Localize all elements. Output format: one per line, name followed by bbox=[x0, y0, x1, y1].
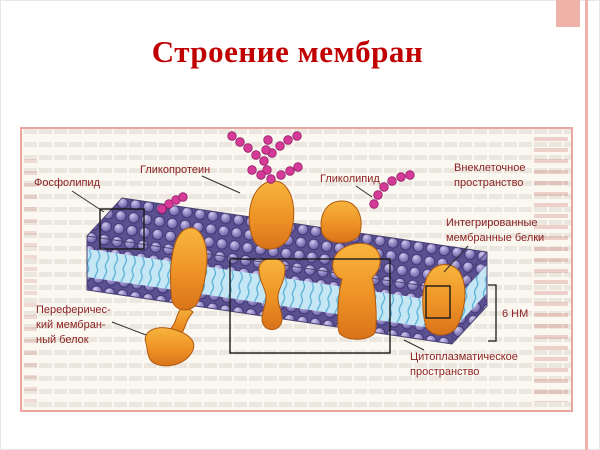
right-face-inner-heads bbox=[452, 293, 487, 344]
glycoprotein-chain bbox=[227, 131, 303, 184]
highlight-box-center bbox=[229, 258, 391, 354]
right-accent-line bbox=[585, 0, 588, 450]
membrane-diagram: Фосфолипид Гликопротеин Гликолипид Внекл… bbox=[34, 131, 544, 378]
pointer-integral bbox=[443, 245, 469, 273]
thickness-bracket bbox=[488, 284, 497, 342]
integral-protein-dumbbell bbox=[258, 258, 286, 330]
highlight-box-right bbox=[425, 285, 451, 319]
highlight-boxes bbox=[99, 208, 451, 354]
label-integral-1: Интегрированные bbox=[446, 217, 538, 229]
pointer-phospholipid bbox=[71, 190, 105, 213]
proteins bbox=[144, 180, 466, 367]
thickness-marker: 6 НМ bbox=[488, 284, 528, 342]
pointer-cytoplasmic bbox=[403, 339, 425, 351]
scan-texture-red-left bbox=[24, 159, 37, 402]
pointer-peripheral bbox=[111, 321, 147, 336]
glyco-chains bbox=[157, 131, 415, 214]
label-phospholipid: Фосфолипид bbox=[34, 177, 101, 189]
glycolipid-chain bbox=[369, 170, 415, 209]
diagram-labels: Фосфолипид Гликопротеин Гликолипид Внекл… bbox=[34, 162, 544, 378]
label-extracellular-1: Внеклеточное bbox=[454, 162, 525, 174]
integral-protein-left-column bbox=[170, 227, 208, 311]
highlight-box-phospholipid bbox=[99, 208, 145, 250]
pointer-lines bbox=[71, 175, 469, 351]
label-peripheral-1: Переферичес- bbox=[36, 304, 111, 316]
surface-protein-dome bbox=[320, 200, 362, 244]
slide-title: Строение мембран bbox=[151, 34, 424, 69]
scan-texture-red-right bbox=[534, 137, 568, 402]
label-integral-2: мембранные белки bbox=[446, 232, 544, 244]
label-glycolipid: Гликолипид bbox=[320, 173, 380, 185]
corner-accent bbox=[556, 0, 580, 27]
pointer-glycoprotein bbox=[201, 175, 241, 194]
peripheral-protein-body bbox=[144, 327, 195, 367]
integral-protein-mushroom bbox=[332, 242, 381, 340]
membrane-top-surface bbox=[87, 198, 487, 290]
label-glycoprotein: Гликопротеин bbox=[140, 164, 210, 176]
label-peripheral-2: кий мембран- bbox=[36, 319, 106, 331]
label-extracellular-2: пространство bbox=[454, 177, 523, 189]
label-cytoplasmic-1: Цитоплазматическое bbox=[410, 351, 518, 363]
pointer-glycolipid bbox=[355, 185, 373, 198]
membrane-figure: Фосфолипид Гликопротеин Гликолипид Внекл… bbox=[20, 127, 573, 412]
label-thickness: 6 НМ bbox=[502, 308, 528, 320]
label-cytoplasmic-2: пространство bbox=[410, 366, 479, 378]
glycoprotein-body bbox=[248, 180, 295, 250]
small-glyco-cluster bbox=[157, 192, 188, 214]
label-peripheral-3: ный белок bbox=[36, 334, 89, 346]
